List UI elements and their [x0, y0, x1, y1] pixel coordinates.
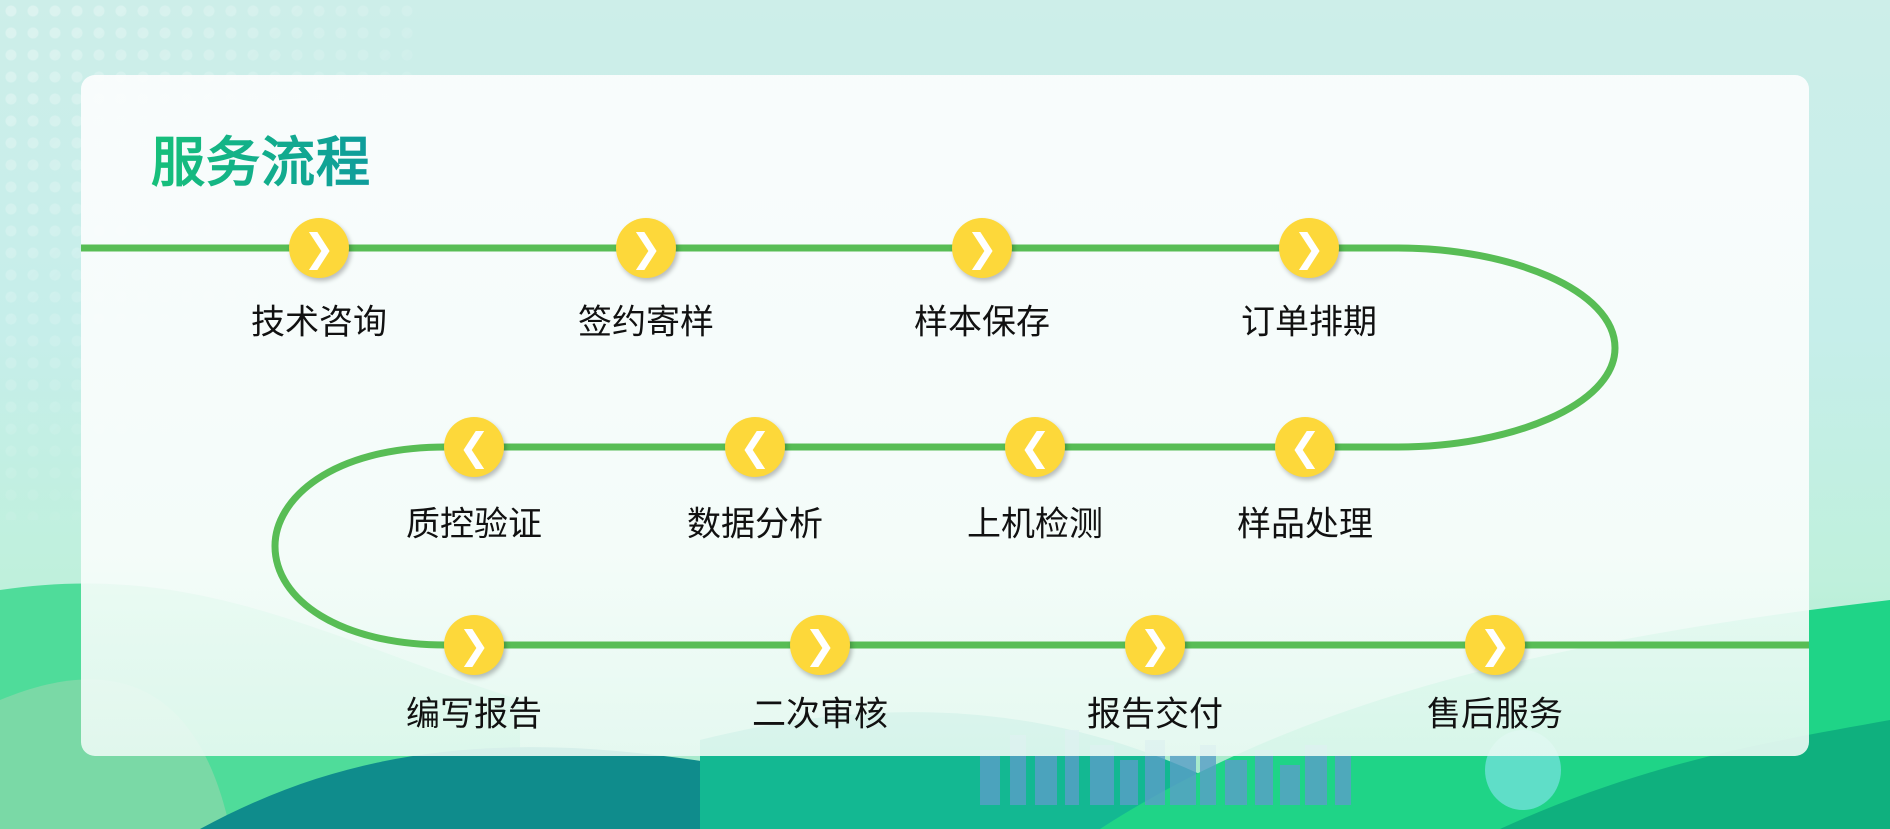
chevron-right-icon: ❯: [458, 623, 490, 667]
step-node-3: ❯: [952, 218, 1012, 278]
step-node-2: ❯: [616, 218, 676, 278]
step-node-9: ❯: [444, 615, 504, 675]
chevron-right-icon: ❯: [1139, 623, 1171, 667]
step-label: 数据分析: [687, 504, 823, 545]
step-label: 样本保存: [914, 302, 1050, 343]
step-node-10: ❯: [790, 615, 850, 675]
step-label: 编写报告: [406, 694, 542, 735]
step-node-7: ❮: [725, 417, 785, 477]
step-node-4: ❯: [1279, 218, 1339, 278]
step-label: 上机检测: [967, 504, 1103, 545]
chevron-left-icon: ❮: [739, 425, 771, 469]
step-node-1: ❯: [289, 218, 349, 278]
step-node-12: ❯: [1465, 615, 1525, 675]
chevron-right-icon: ❯: [1293, 226, 1325, 270]
step-node-6: ❮: [1005, 417, 1065, 477]
step-label: 质控验证: [406, 504, 542, 545]
chevron-left-icon: ❮: [458, 425, 490, 469]
chevron-right-icon: ❯: [966, 226, 998, 270]
chevron-right-icon: ❯: [804, 623, 836, 667]
page-title: 服务流程: [151, 118, 371, 197]
step-label: 样品处理: [1237, 504, 1373, 545]
step-node-8: ❮: [444, 417, 504, 477]
step-node-11: ❯: [1125, 615, 1185, 675]
chevron-left-icon: ❮: [1019, 425, 1051, 469]
chevron-right-icon: ❯: [303, 226, 335, 270]
chevron-left-icon: ❮: [1289, 425, 1321, 469]
step-label: 技术咨询: [251, 302, 387, 343]
step-label: 签约寄样: [578, 302, 714, 343]
step-label: 订单排期: [1241, 302, 1377, 343]
step-label: 报告交付: [1087, 694, 1223, 735]
step-label: 售后服务: [1427, 694, 1563, 735]
step-label: 二次审核: [752, 694, 888, 735]
chevron-right-icon: ❯: [1479, 623, 1511, 667]
step-node-5: ❮: [1275, 417, 1335, 477]
chevron-right-icon: ❯: [630, 226, 662, 270]
